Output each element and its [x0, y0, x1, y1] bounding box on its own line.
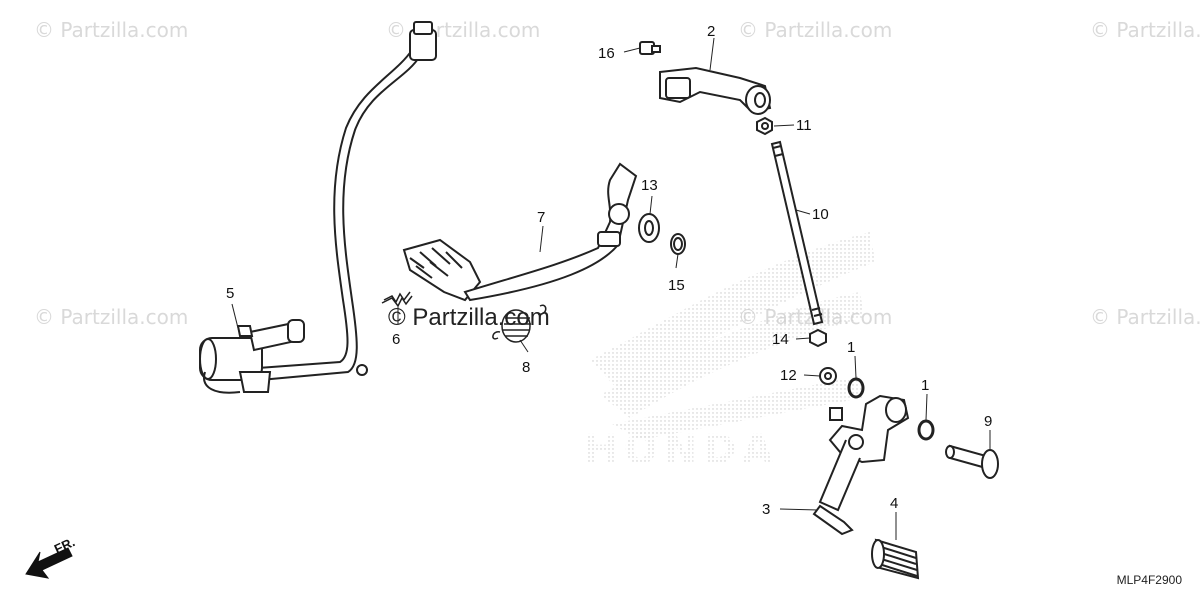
part-11-nut[interactable]: [756, 116, 773, 136]
part-label-7[interactable]: 7: [537, 209, 545, 226]
diagram-code: MLP4F2900: [1116, 573, 1182, 587]
part-label-5[interactable]: 5: [226, 285, 234, 302]
part-label-12[interactable]: 12: [780, 367, 797, 384]
part-label-11[interactable]: 11: [796, 117, 812, 134]
honda-wing-logo: HONDA: [584, 232, 875, 473]
part-label-3[interactable]: 3: [762, 501, 770, 518]
part-label-1[interactable]: 1: [921, 377, 929, 394]
part-label-10[interactable]: 10: [812, 206, 829, 223]
part-label-2[interactable]: 2: [707, 23, 715, 40]
watermark: © Partzilla.com: [34, 305, 189, 329]
part-label-4[interactable]: 4: [890, 495, 898, 512]
part-5-hose-assembly[interactable]: [199, 21, 437, 394]
center-watermark: © Partzilla.com: [388, 304, 550, 331]
part-label-8[interactable]: 8: [522, 359, 530, 376]
part-label-14[interactable]: 14: [772, 331, 789, 348]
part-2-shift-arm[interactable]: [659, 66, 772, 115]
watermark: © Partzilla.com: [1090, 305, 1200, 329]
part-7-brake-pedal[interactable]: [402, 162, 638, 302]
part-8-spring[interactable]: [492, 304, 547, 343]
honda-wordmark: HONDA: [584, 427, 779, 473]
part-label-13[interactable]: 13: [641, 177, 658, 194]
part-label-6[interactable]: 6: [392, 331, 400, 348]
arrow-front-icon: [25, 547, 73, 579]
part-12-washer[interactable]: [819, 367, 837, 385]
part-13-washer[interactable]: [638, 213, 660, 243]
part-label-9[interactable]: 9: [984, 413, 992, 430]
part-1-o-ring[interactable]: [917, 419, 935, 441]
part-6-spring[interactable]: [381, 291, 413, 308]
part-9-pivot-bolt[interactable]: [945, 444, 999, 479]
part-1-o-ring[interactable]: [847, 377, 865, 399]
part-16-bolt[interactable]: [639, 41, 661, 55]
part-15-clip[interactable]: [670, 233, 686, 255]
watermark: © Partzilla.com: [738, 18, 893, 42]
part-label-1[interactable]: 1: [847, 339, 855, 356]
watermark: © Partzilla.com: [1090, 18, 1200, 42]
part-3-shift-lever[interactable]: [812, 394, 910, 536]
part-14-nut[interactable]: [809, 328, 827, 348]
part-label-16[interactable]: 16: [598, 45, 615, 62]
part-4-rubber[interactable]: [871, 538, 920, 580]
part-label-15[interactable]: 15: [668, 277, 685, 294]
leader-lines: [231, 37, 991, 540]
part-10-rod[interactable]: [770, 140, 824, 326]
watermark: © Partzilla.com: [34, 18, 189, 42]
